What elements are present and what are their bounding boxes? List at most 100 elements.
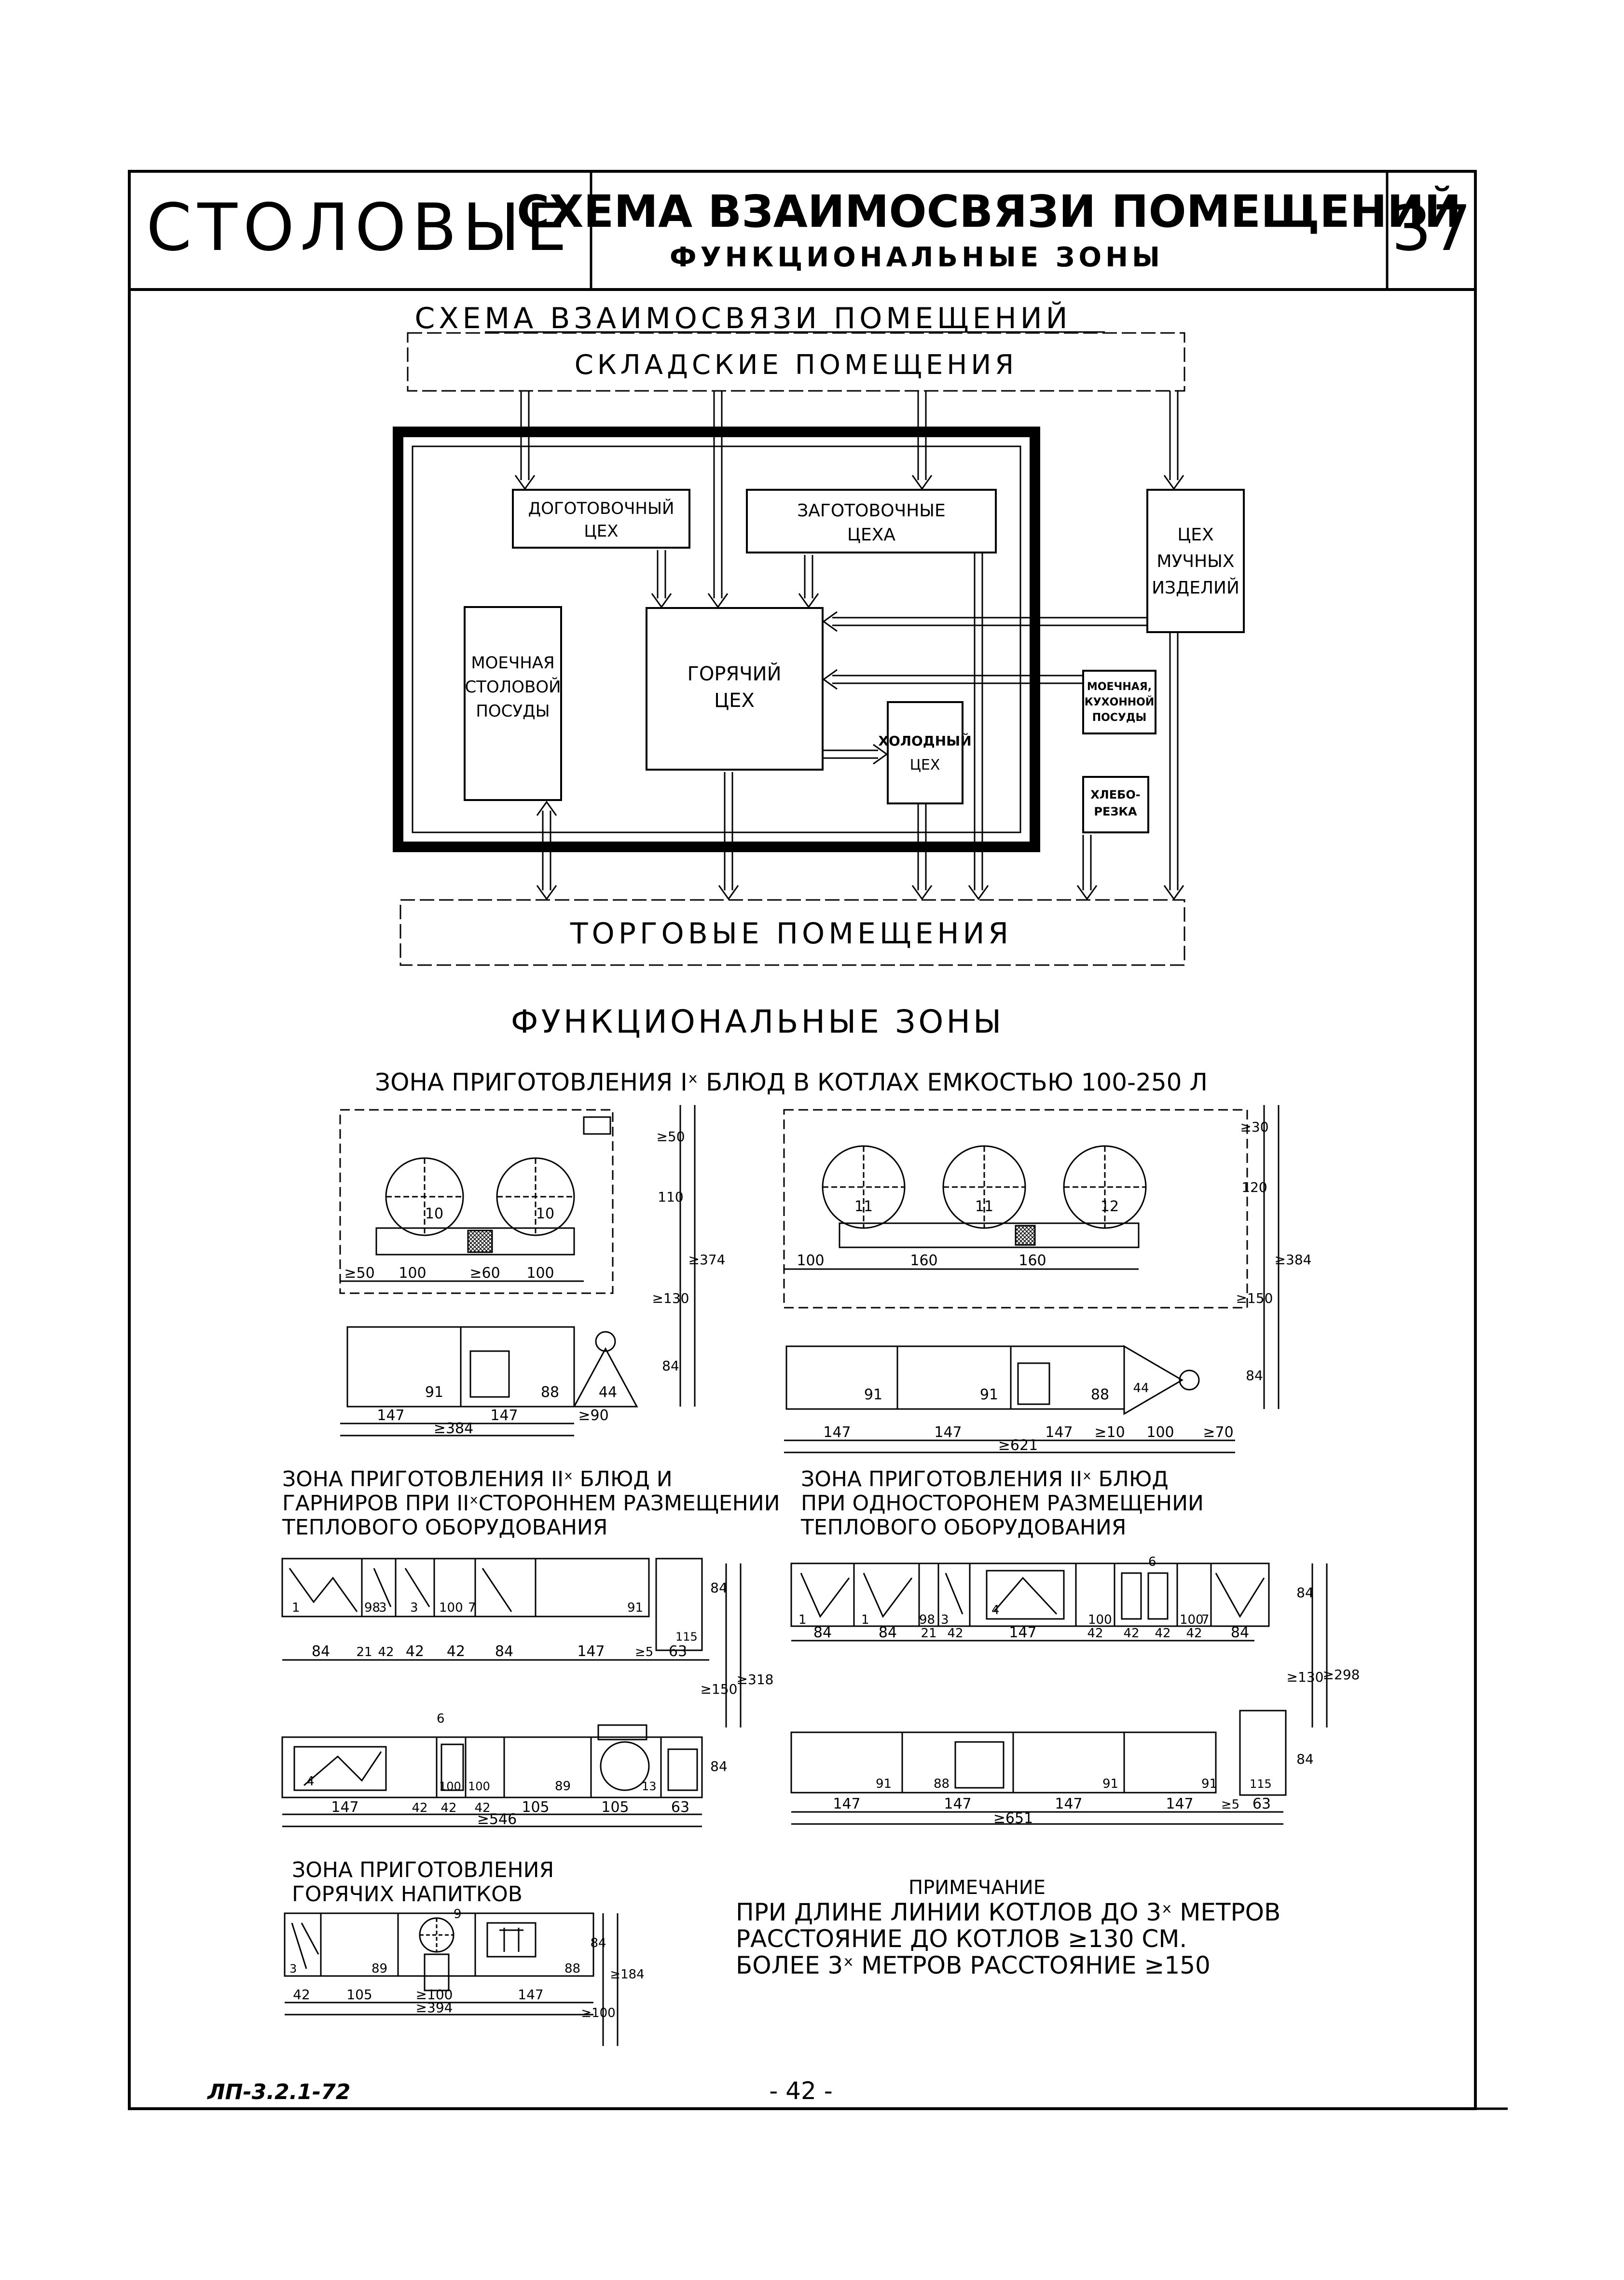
flow-arrows <box>514 391 1184 900</box>
svg-text:110: 110 <box>658 1189 683 1205</box>
svg-text:≥298: ≥298 <box>1323 1667 1360 1683</box>
svg-text:≥130: ≥130 <box>1287 1669 1324 1685</box>
svg-text:42: 42 <box>406 1643 424 1660</box>
svg-text:84: 84 <box>662 1358 679 1374</box>
storage-block: СКЛАДСКИЕ ПОМЕЩЕНИЯ <box>407 332 1185 392</box>
svg-text:42: 42 <box>1186 1626 1202 1641</box>
header-subtitle: ФУНКЦИОНАЛЬНЫЕ ЗОНЫ <box>670 242 1164 273</box>
svg-text:ПОСУДЫ: ПОСУДЫ <box>476 702 550 721</box>
svg-text:ЦЕХ: ЦЕХ <box>1177 525 1213 545</box>
zone1a-drawing <box>339 1105 696 1437</box>
svg-text:6: 6 <box>437 1712 445 1726</box>
svg-text:105: 105 <box>346 1987 372 2003</box>
zone4-drawing <box>284 1912 619 2046</box>
svg-text:84: 84 <box>1231 1624 1249 1641</box>
svg-text:13: 13 <box>642 1780 657 1793</box>
svg-text:84: 84 <box>710 1758 728 1774</box>
svg-text:84: 84 <box>590 1936 606 1950</box>
svg-text:ЗОНА ПРИГОТОВЛЕНИЯ IIˣ БЛЮД И: ЗОНА ПРИГОТОВЛЕНИЯ IIˣ БЛЮД И <box>282 1467 673 1492</box>
svg-text:4: 4 <box>991 1603 1000 1617</box>
svg-text:РЕЗКА: РЕЗКА <box>1094 805 1137 818</box>
svg-text:84: 84 <box>879 1624 897 1641</box>
svg-text:≥394: ≥394 <box>416 2000 453 2016</box>
svg-text:147: 147 <box>934 1424 962 1441</box>
svg-text:≥5: ≥5 <box>635 1645 653 1659</box>
zone3-title: ЗОНА ПРИГОТОВЛЕНИЯ IIˣ БЛЮД ПРИ ОДНОСТОР… <box>800 1467 1204 1540</box>
svg-text:115: 115 <box>675 1630 698 1644</box>
svg-text:42: 42 <box>1155 1626 1170 1641</box>
zone3-drawing <box>790 1562 1328 1825</box>
svg-text:РАССТОЯНИЕ ДО КОТЛОВ ≥130 СМ.: РАССТОЯНИЕ ДО КОТЛОВ ≥130 СМ. <box>736 1925 1187 1953</box>
svg-text:100: 100 <box>1146 1424 1174 1441</box>
svg-text:42: 42 <box>440 1801 456 1815</box>
zone1b-labels: 11 11 12 91 91 88 44 100 160 160 147 147… <box>797 1119 1311 1454</box>
room-holodniy: ХОЛОДНЫЙ ЦЕХ <box>878 701 972 804</box>
svg-text:63: 63 <box>1252 1796 1271 1812</box>
zone2-drawing <box>281 1558 742 1827</box>
svg-text:≥384: ≥384 <box>434 1420 473 1437</box>
svg-text:91: 91 <box>980 1386 998 1403</box>
svg-text:ИЗДЕЛИЙ: ИЗДЕЛИЙ <box>1152 578 1239 598</box>
svg-text:≥184: ≥184 <box>610 1967 644 1982</box>
trade-block: ТОРГОВЫЕ ПОМЕЩЕНИЯ <box>399 899 1185 966</box>
svg-text:100: 100 <box>439 1780 461 1793</box>
svg-text:147: 147 <box>577 1643 605 1660</box>
svg-text:147: 147 <box>1055 1796 1082 1812</box>
svg-text:42: 42 <box>474 1801 490 1815</box>
svg-text:7: 7 <box>468 1601 476 1615</box>
svg-text:88: 88 <box>541 1384 559 1401</box>
svg-text:СТОЛОВОЙ: СТОЛОВОЙ <box>465 677 561 697</box>
svg-text:3: 3 <box>410 1601 418 1615</box>
svg-text:100: 100 <box>797 1252 824 1269</box>
svg-text:≥100: ≥100 <box>581 2006 615 2020</box>
svg-text:ЦЕХ: ЦЕХ <box>584 522 618 541</box>
svg-text:ДОГОТОВОЧНЫЙ: ДОГОТОВОЧНЫЙ <box>528 498 674 518</box>
zone2-labels: 1 98 3 3 100 7 91 115 84 21 42 42 42 84 … <box>292 1580 773 1828</box>
drawing-code: ЛП-3.2.1-72 <box>206 2080 350 2104</box>
svg-text:63: 63 <box>671 1799 689 1816</box>
note: ПРИМЕЧАНИЕ ПРИ ДЛИНЕ ЛИНИИ КОТЛОВ ДО 3ˣ … <box>736 1877 1280 1979</box>
svg-text:84: 84 <box>1296 1751 1314 1767</box>
svg-text:1: 1 <box>861 1613 869 1627</box>
zone1-title: ЗОНА ПРИГОТОВЛЕНИЯ Iˣ БЛЮД В КОТЛАХ ЕМКО… <box>375 1068 1208 1096</box>
room-zagotovochnye: ЗАГОТОВОЧНЫЕ ЦЕХА <box>746 489 997 553</box>
svg-text:ЦЕХА: ЦЕХА <box>847 525 895 545</box>
svg-text:100: 100 <box>526 1265 554 1282</box>
svg-text:147: 147 <box>944 1796 971 1812</box>
svg-text:≥10: ≥10 <box>1094 1424 1125 1441</box>
svg-text:42: 42 <box>447 1643 465 1660</box>
svg-text:42: 42 <box>412 1801 427 1815</box>
svg-text:ЦЕХ: ЦЕХ <box>714 690 755 712</box>
room-goryachiy: ГОРЯЧИЙ ЦЕХ <box>646 607 824 771</box>
svg-text:91: 91 <box>1201 1777 1217 1791</box>
svg-text:3: 3 <box>289 1962 297 1976</box>
svg-text:≥50: ≥50 <box>344 1265 374 1282</box>
storage-label: СКЛАДСКИЕ ПОМЕЩЕНИЯ <box>575 349 1018 381</box>
svg-text:≥150: ≥150 <box>701 1681 738 1697</box>
svg-text:≥384: ≥384 <box>1275 1252 1312 1268</box>
svg-text:≥90: ≥90 <box>578 1407 608 1424</box>
svg-text:147: 147 <box>1045 1424 1073 1441</box>
svg-text:1: 1 <box>292 1601 300 1615</box>
svg-text:9: 9 <box>454 1907 462 1921</box>
svg-text:3: 3 <box>941 1613 949 1627</box>
svg-text:84: 84 <box>1296 1585 1314 1601</box>
frame <box>128 170 1508 2110</box>
room-hleborezka: ХЛЕБО- РЕЗКА <box>1082 776 1149 833</box>
svg-text:12: 12 <box>1101 1198 1119 1215</box>
svg-text:3: 3 <box>379 1601 387 1615</box>
svg-text:21: 21 <box>356 1645 372 1659</box>
svg-text:42: 42 <box>378 1645 394 1659</box>
svg-text:100: 100 <box>399 1265 426 1282</box>
svg-text:120: 120 <box>1241 1179 1267 1195</box>
svg-text:11: 11 <box>854 1198 873 1215</box>
svg-text:44: 44 <box>1133 1381 1149 1396</box>
svg-text:≥651: ≥651 <box>993 1810 1033 1827</box>
svg-text:84: 84 <box>710 1580 728 1596</box>
svg-text:≥150: ≥150 <box>1236 1290 1273 1306</box>
svg-text:91: 91 <box>864 1386 882 1403</box>
sheet-page: - 42 - <box>769 2077 833 2105</box>
svg-text:ЗОНА ПРИГОТОВЛЕНИЯ IIˣ БЛЮД: ЗОНА ПРИГОТОВЛЕНИЯ IIˣ БЛЮД <box>801 1467 1169 1492</box>
svg-text:≥374: ≥374 <box>688 1252 726 1268</box>
svg-text:10: 10 <box>425 1205 443 1222</box>
